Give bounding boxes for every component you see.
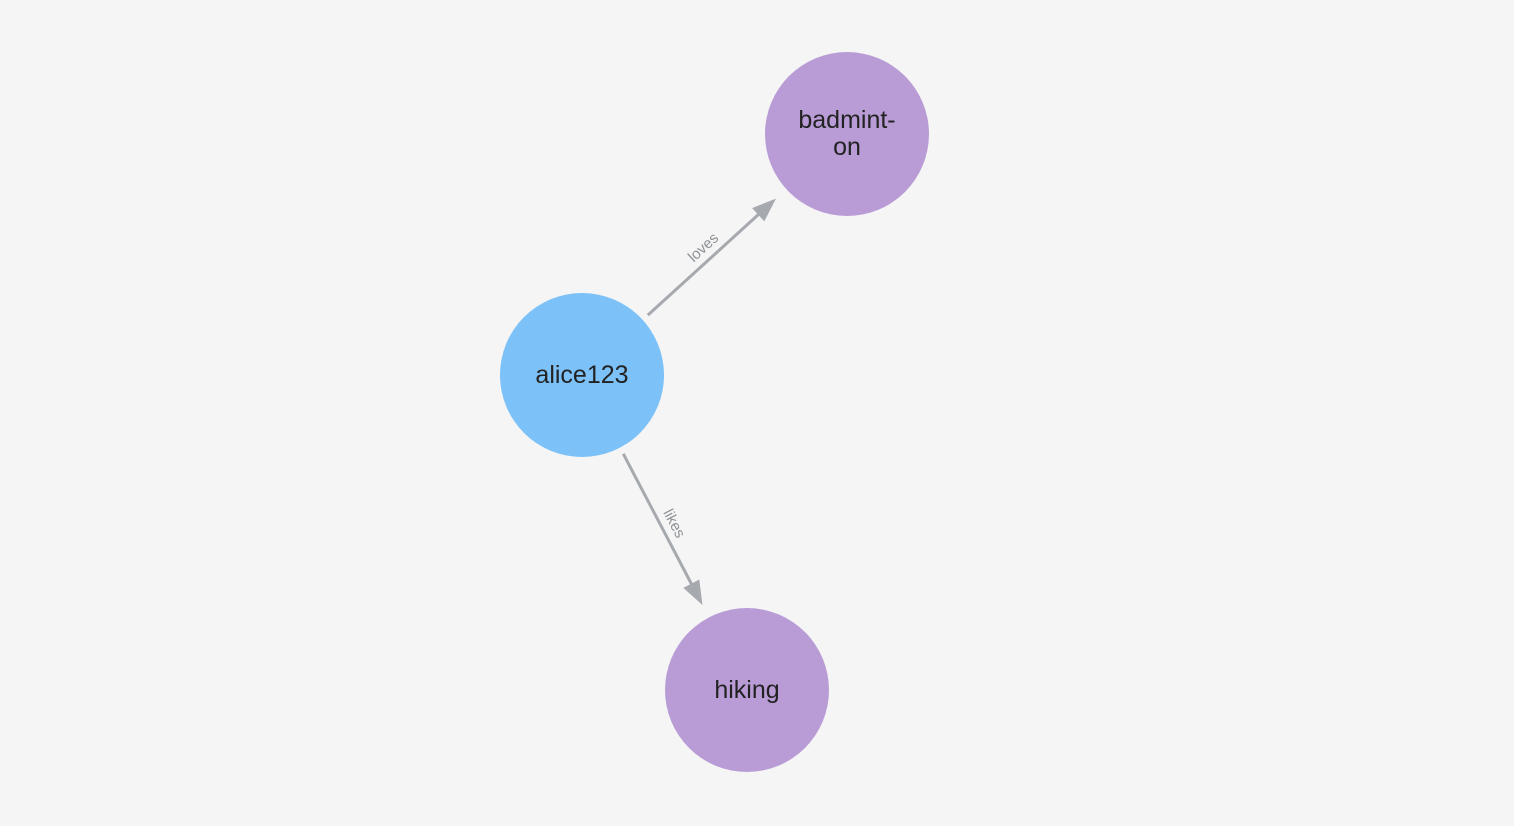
node-label-hiking: hiking xyxy=(714,675,780,704)
edge-line-loves[interactable] xyxy=(646,210,763,317)
node-label-badminton: badmint- on xyxy=(798,106,896,161)
graph-node-badminton[interactable]: badmint- on xyxy=(765,52,929,216)
graph-node-alice123[interactable]: alice123 xyxy=(500,293,664,457)
edge-line-likes[interactable] xyxy=(621,453,695,588)
edge-arrowhead-loves xyxy=(752,198,776,222)
node-label-alice123: alice123 xyxy=(535,360,629,389)
edge-arrowhead-likes xyxy=(683,579,703,605)
graph-node-hiking[interactable]: hiking xyxy=(665,608,829,772)
